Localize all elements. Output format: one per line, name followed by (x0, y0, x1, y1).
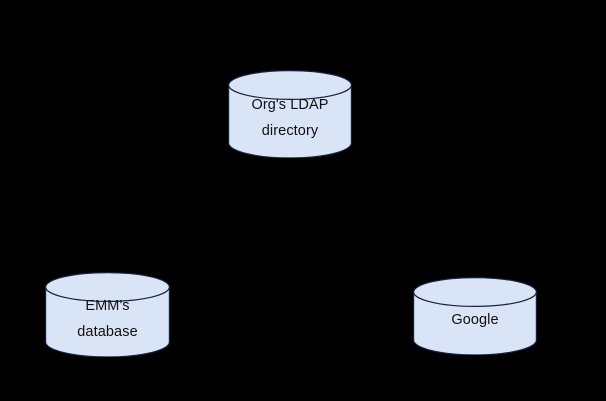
node-google[interactable]: Google (413, 277, 537, 355)
database-cylinder-icon (45, 272, 170, 357)
database-cylinder-icon (228, 70, 352, 158)
database-cylinder-icon (413, 277, 537, 355)
